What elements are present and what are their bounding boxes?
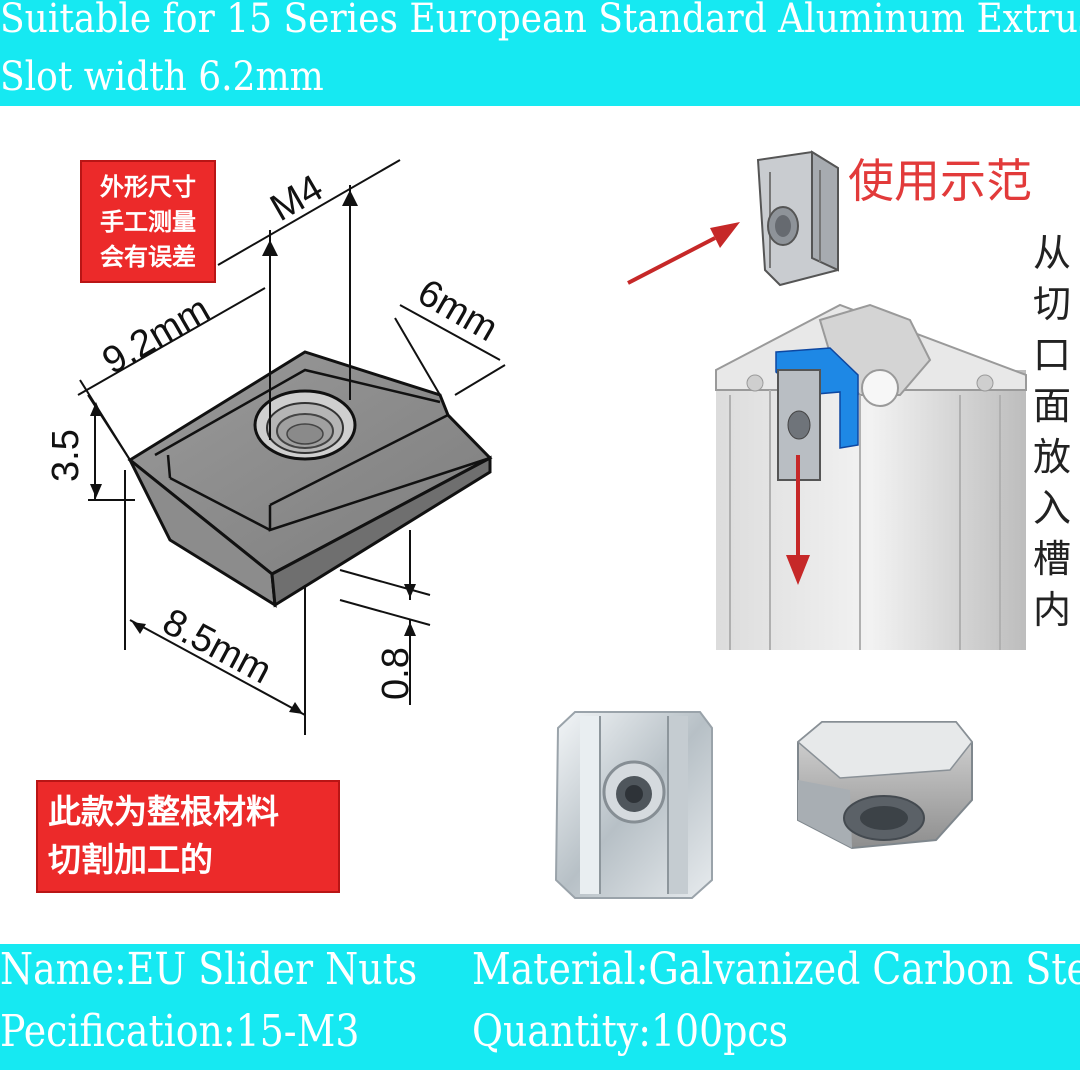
top-banner: Suitable for 15 Series European Standard…: [0, 0, 1080, 106]
material-note: 此款为整根材料 切割加工的: [36, 780, 340, 893]
instruction-char: 面: [1032, 384, 1071, 428]
instruction-char: 口: [1032, 333, 1071, 377]
height-label: 3.5: [45, 429, 87, 482]
instruction-char: 从: [1032, 231, 1071, 275]
depth-label: 6mm: [411, 271, 505, 350]
thread-size-label: M4: [264, 167, 331, 230]
slider-nut-photo-angled: [796, 721, 973, 850]
instruction-char: 放: [1032, 435, 1071, 479]
product-name: Name:EU Slider Nuts: [0, 944, 418, 995]
material-note-line-2: 切割加工的: [48, 840, 213, 879]
compatibility-text: Suitable for 15 Series European Standard…: [0, 0, 1080, 42]
instruction-char: 槽: [1032, 537, 1071, 581]
material-note-line-1: 此款为整根材料: [48, 792, 279, 831]
lip-label: 0.8: [375, 647, 417, 700]
width-label: 9.2mm: [96, 288, 218, 382]
aluminum-profile: [715, 303, 1027, 650]
insert-arrow: [627, 222, 740, 285]
demo-nut-icon: [756, 150, 839, 287]
slider-nut-photo-front: [554, 711, 713, 899]
disclaimer-line-3: 会有误差: [100, 243, 196, 271]
usage-instruction-vertical: 从 切 口 面 放 入 槽 内: [1030, 228, 1074, 636]
product-quantity: Quantity:100pcs: [472, 1006, 789, 1057]
instruction-char: 入: [1032, 486, 1071, 530]
measurement-disclaimer: 外形尺寸 手工测量 会有误差: [80, 160, 216, 283]
usage-demo-title: 使用示范: [848, 154, 1032, 208]
disclaimer-line-1: 外形尺寸: [100, 173, 196, 201]
instruction-char: 内: [1032, 588, 1071, 632]
product-material: Material:Galvanized Carbon Steel: [472, 944, 1080, 995]
instruction-char: 切: [1032, 282, 1071, 326]
disclaimer-line-2: 手工测量: [100, 208, 196, 236]
t-nut-dimension-drawing: M4 9.2mm 6mm 3.5 8.5mm 0.8: [45, 159, 506, 735]
slot-width-text: Slot width 6.2mm: [0, 54, 324, 100]
product-specification: Pecification:15-M3: [0, 1006, 360, 1057]
length-label: 8.5mm: [156, 601, 278, 693]
bottom-banner: Name:EU Slider Nuts Material:Galvanized …: [0, 944, 1080, 1070]
